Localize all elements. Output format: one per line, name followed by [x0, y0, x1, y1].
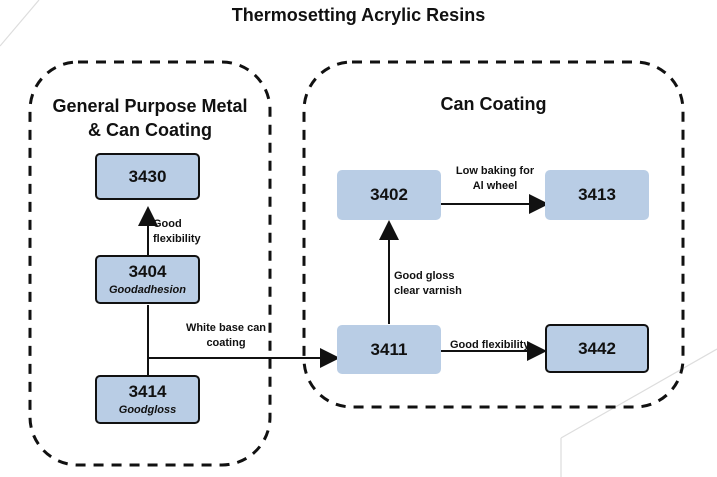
- edge-label-low-baking: Low baking for Al wheel: [451, 164, 539, 194]
- group-title-can-coating: Can Coating: [440, 94, 547, 114]
- node-3442: 3442: [545, 324, 649, 373]
- edge-label-white-base-line-2: coating: [206, 337, 246, 349]
- node-3442-label: 3442: [578, 338, 616, 358]
- edge-label-white-base-line-1: White base can: [185, 322, 267, 334]
- background-line-bottom-right: [560, 348, 717, 477]
- background-line-top-left: [0, 0, 40, 47]
- edge-label-good-flexibility-left-line-2: flexibility: [153, 233, 201, 245]
- node-3404: 3404 Goodadhesion: [95, 255, 200, 304]
- group-title-general-line-1: General Purpose Metal: [52, 96, 248, 116]
- diagram-title: Thermosetting Acrylic Resins: [231, 5, 486, 25]
- node-3411: 3411: [337, 325, 441, 374]
- node-3414-note: Goodgloss: [118, 404, 177, 416]
- node-3413: 3413: [545, 170, 649, 220]
- node-3430: 3430: [95, 153, 200, 200]
- group-general-purpose-box: [28, 60, 272, 467]
- edge-label-good-flexibility-left-line-1: Good: [153, 218, 182, 230]
- group-title-general-purpose: General Purpose Metal & Can Coating: [30, 94, 270, 142]
- group-title-general-line-2: & Can Coating: [88, 120, 212, 140]
- edge-label-good-gloss-line-2: clear varnish: [394, 285, 462, 297]
- edge-label-white-base: White base can coating: [178, 321, 274, 351]
- edge-label-good-flexibility-left: Good flexibility: [153, 217, 201, 247]
- node-3404-note: Goodadhesion: [109, 284, 186, 296]
- edge-label-good-gloss-line-1: Good gloss: [394, 270, 455, 282]
- node-3404-label: 3404: [128, 262, 167, 281]
- node-3414-label: 3414: [128, 382, 167, 401]
- node-3411-label: 3411: [370, 339, 408, 359]
- node-3414: 3414 Goodgloss: [95, 375, 200, 424]
- edge-label-low-baking-line-2: Al wheel: [472, 180, 518, 192]
- node-3430-label: 3430: [128, 166, 167, 186]
- node-3413-label: 3413: [578, 185, 616, 204]
- edge-label-low-baking-line-1: Low baking for: [455, 165, 535, 177]
- edge-label-good-gloss: Good gloss clear varnish: [394, 269, 462, 299]
- node-3402: 3402: [337, 170, 441, 220]
- node-3402-label: 3402: [370, 185, 408, 204]
- edge-label-good-flexibility-right: Good flexibility: [450, 339, 530, 351]
